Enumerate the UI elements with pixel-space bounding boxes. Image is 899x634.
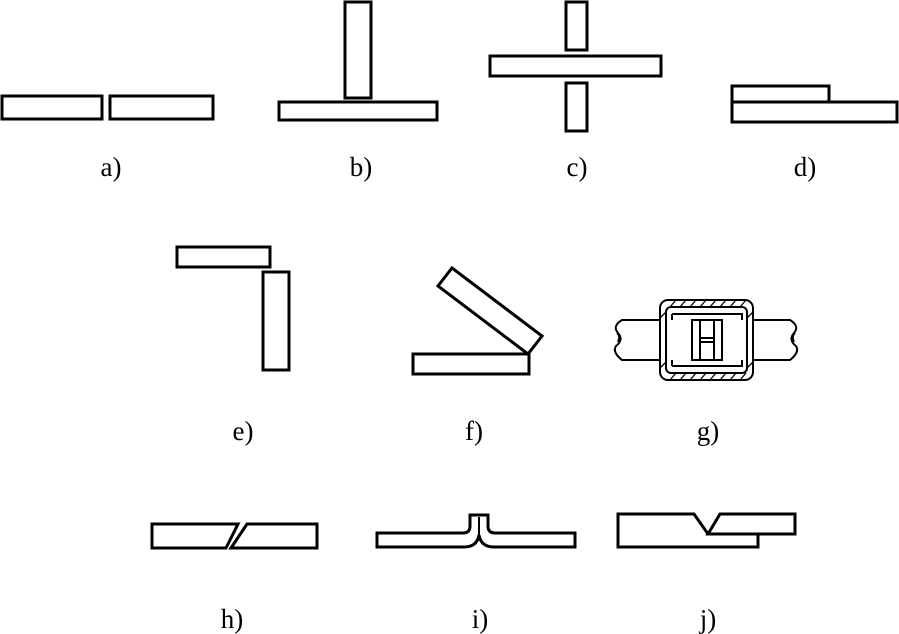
joint-g-sleeve	[613, 299, 799, 381]
inner-bracket-bottom	[671, 360, 743, 367]
plate-horizontal	[488, 54, 663, 78]
plate-upper	[730, 84, 831, 104]
h-insert-outline	[691, 319, 723, 361]
h-insert	[692, 319, 722, 361]
plate-bottom	[564, 81, 589, 133]
label-b: b)	[350, 152, 373, 182]
joint-i-flange	[375, 513, 577, 549]
sleeve-hatch-bottom	[669, 372, 747, 381]
label-f: f)	[465, 416, 483, 446]
joint-j-joggle	[616, 512, 797, 549]
inner-bracket-top	[671, 313, 743, 320]
plate-upper	[705, 512, 797, 536]
label-a: a)	[101, 152, 122, 182]
break-mark-right	[791, 332, 796, 343]
joint-h-bevel-butt	[150, 522, 319, 550]
plate-vertical	[261, 270, 291, 372]
plate-right	[108, 94, 215, 121]
plate-base	[411, 352, 531, 376]
sleeve-hatch-top	[669, 299, 747, 308]
label-i: i)	[472, 604, 489, 634]
plate-horizontal	[277, 100, 439, 122]
plate-left	[0, 94, 104, 121]
plate-left	[150, 522, 241, 550]
bar-left	[613, 319, 660, 361]
label-e: e)	[233, 416, 254, 446]
label-c: c)	[567, 152, 588, 182]
label-h: h)	[221, 604, 244, 634]
sleeve-outer	[659, 299, 754, 381]
flanged-plates	[375, 513, 577, 549]
joint-e-corner	[175, 245, 291, 372]
plate-inclined	[435, 265, 545, 357]
joint-f-angled	[411, 265, 545, 376]
joint-c-cross	[488, 0, 663, 133]
break-mark-left	[616, 332, 621, 343]
joint-a-butt	[0, 94, 215, 121]
plate-lower	[730, 100, 899, 124]
joint-d-lap	[730, 84, 899, 124]
bar-right	[752, 319, 799, 361]
plate-right	[228, 522, 319, 550]
plate-top	[564, 0, 589, 52]
plate-lower	[616, 512, 760, 549]
label-g: g)	[697, 416, 720, 446]
plate-horizontal	[175, 245, 272, 269]
sleeve-inner	[665, 306, 748, 374]
label-d: d)	[794, 152, 817, 182]
label-j: j)	[699, 604, 717, 634]
joint-b-tee	[277, 0, 439, 122]
plate-vertical	[343, 0, 373, 100]
sleeve-hatch-sides	[659, 311, 754, 369]
